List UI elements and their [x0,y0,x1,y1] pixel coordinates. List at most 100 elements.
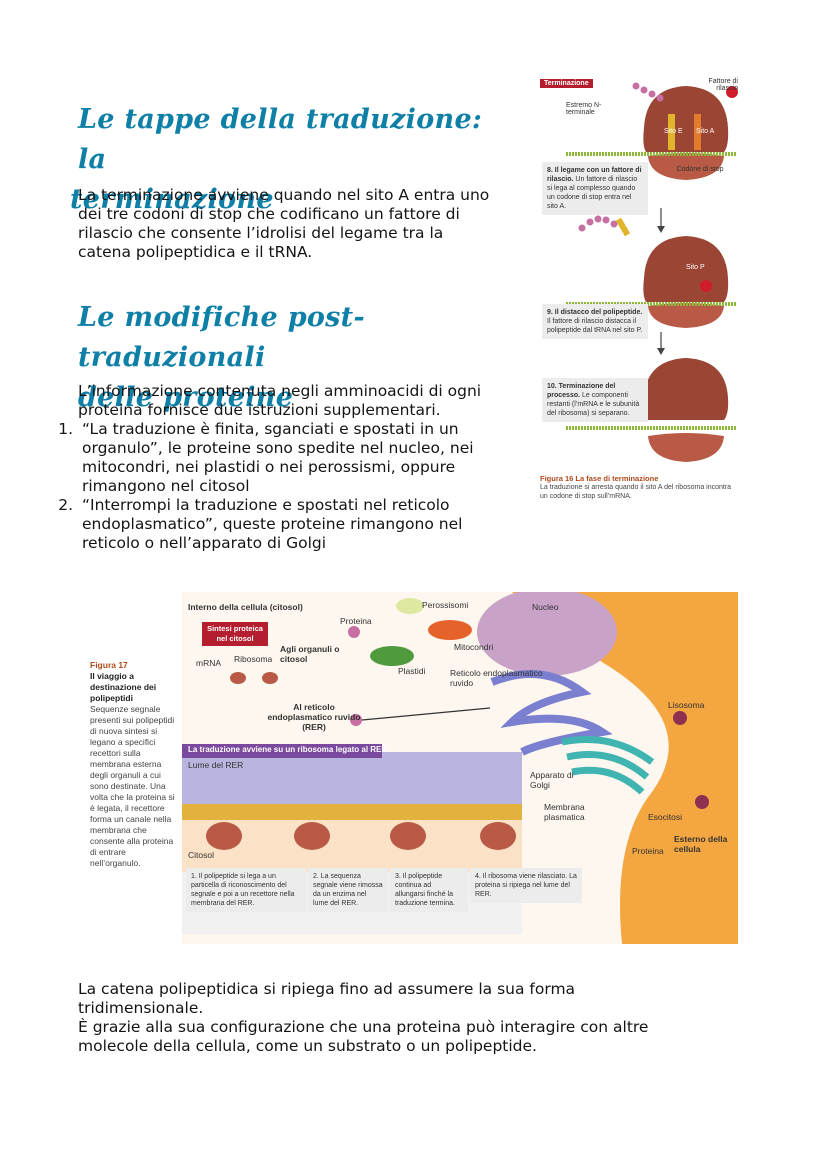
arrow-head [657,226,665,233]
post-translational-text: L’informazione contenuta negli amminoaci… [78,382,518,553]
polypeptide-bead [594,215,602,223]
polypeptide [348,626,360,638]
step-9-text: Il fattore di rilascio distacca il polip… [547,318,643,334]
release-factor [700,280,712,292]
ribosome-large-subunit [643,358,729,420]
label-interno: Interno della cellula (citosol) [188,602,303,612]
polypeptide-bead [586,218,594,226]
caption-text: La traduzione si arresta quando il sito … [540,484,732,500]
ribosome-large-subunit [643,86,729,152]
rer-membrane [182,804,522,820]
ribosome [262,672,278,684]
sintesi-tag-bg [202,622,268,646]
figure-16-caption: Figura 16 La fase di terminazione La tra… [540,474,740,501]
polypeptide-bead [632,82,640,90]
step-2-box: 2. La sequenza segnale viene rimossa da … [308,868,388,912]
label-citosol: Citosol [188,850,214,860]
label-fattore: Fattore di rilascio [708,78,738,92]
label-codone: Codone di stop [676,166,724,173]
arrow-head [657,348,665,355]
label-perossisomi: Perossisomi [422,600,469,610]
caption-title: Figura 16 La fase di terminazione [540,474,659,483]
label-esocitosi: Esocitosi [648,812,683,822]
lysosome [673,711,687,725]
label-nucleo: Nucleo [532,602,559,612]
plastid [370,646,414,666]
polypeptide-bead [656,94,664,102]
ribosome [390,822,426,850]
label-sito-a: Sito A [696,128,715,135]
polypeptide [350,714,362,726]
label-al-reticolo: Al reticolo endoplasmatico ruvido (RER) [267,702,361,732]
label-sito-p: Sito P [686,264,705,271]
polypeptide-bead [578,224,586,232]
cell-membrane [512,592,738,944]
step-10-title: 10. Terminazione del processo. [547,383,616,399]
ribosome [206,822,242,850]
figure-17-subtitle: Il viaggio a destinazione dei polipeptid… [90,671,157,703]
vesicle [695,795,709,809]
ribosome [294,822,330,850]
section-title-post-translational: Le modifiche post-traduzionali delle pro… [78,298,518,418]
label-lume: Lume del RER [188,760,244,770]
title-line: Le modifiche post-traduzionali [78,302,365,373]
section-title-termination: Le tappe della traduzione: la terminazio… [70,100,518,220]
ribosome-small-subunit [648,433,724,462]
label-mrna: mRNA [196,658,222,668]
nucleus [477,592,617,676]
polypeptide-bead [602,216,610,224]
figure-16: Terminazione Fattore di rilascio Estremo… [536,68,742,508]
instructions-list: “La traduzione è finita, sganciati e spo… [40,420,518,553]
trna [694,114,701,150]
label-mitocondri: Mitocondri [454,642,494,652]
ribosome [230,672,246,684]
configuration-line: È grazie alla sua configurazione che una… [78,1018,649,1055]
figure-17-title: Figura 17 [90,660,128,670]
step-1-box: 1. Il polipeptide si lega a un particell… [186,868,306,912]
step-10-text: Le componenti restanti (l’mRNA e le subu… [547,392,640,417]
label-proteina-esterno: Proteina [632,846,664,856]
figure-17-sidebar: Figura 17 Il viaggio a destinazione dei … [90,660,176,869]
label-ribosoma: Ribosoma [234,654,273,664]
list-item: “Interrompi la traduzione e spostati nel… [78,496,518,553]
label-sito-e: Sito E [664,128,683,135]
step-4-box: 4. Il ribosoma viene rilasciato. La prot… [470,868,582,903]
ribosome-small-subunit [648,303,724,328]
step-9-title: 9. Il distacco del polipeptide. [547,309,643,316]
terminazione-tag: Terminazione [540,79,593,88]
step-8-title: 8. Il legame con un fattore di rilascio. [547,167,642,183]
title-line: terminazione [70,184,274,215]
release-factor [726,86,738,98]
label-lisosoma: Lisosoma [668,700,705,710]
golgi [561,736,655,795]
title-line: Le tappe della traduzione: la [78,104,483,175]
ribosome-small-subunit [648,153,724,180]
folding-line: La catena polipeptidica si ripiega fino … [78,980,576,1017]
polypeptide-bead [610,220,618,228]
label-apparato: Apparato di Golgi [530,770,574,790]
label-estremo: Estremo N-terminale [566,102,602,116]
step-8-box: 8. Il legame con un fattore di rilascio.… [542,162,648,215]
trna [668,114,675,150]
polypeptide-bead [648,90,656,98]
intro-paragraph: L’informazione contenuta negli amminoaci… [78,382,482,419]
label-membrana: Membrana plasmatica [544,802,585,822]
rer-lumen-band [182,752,522,806]
polypeptide-bead [640,86,648,94]
folding-paragraph: La catena polipeptidica si ripiega fino … [78,980,718,1056]
arrow [361,707,491,721]
label-esterno: Esterno della cellula [674,834,728,854]
step-9-box: 9. Il distacco del polipeptide. Il fatto… [542,304,648,339]
ribosome [480,822,516,850]
banner-background [182,744,382,758]
banner-label: La traduzione avviene su un ribosoma leg… [188,745,388,754]
title-line: delle proteine [78,382,294,413]
figure-16-illustration [566,82,738,462]
step-10-box: 10. Terminazione del processo. Le compon… [542,378,648,422]
mitochondrion [428,620,472,640]
peroxisome [396,598,424,614]
step-8-text: Un fattore di rilascio si lega al comple… [547,176,638,210]
sintesi-tag: Sintesi proteica nel citosol [207,624,263,643]
termination-paragraph: La terminazione avviene quando nel sito … [78,186,490,261]
trna [615,217,631,237]
